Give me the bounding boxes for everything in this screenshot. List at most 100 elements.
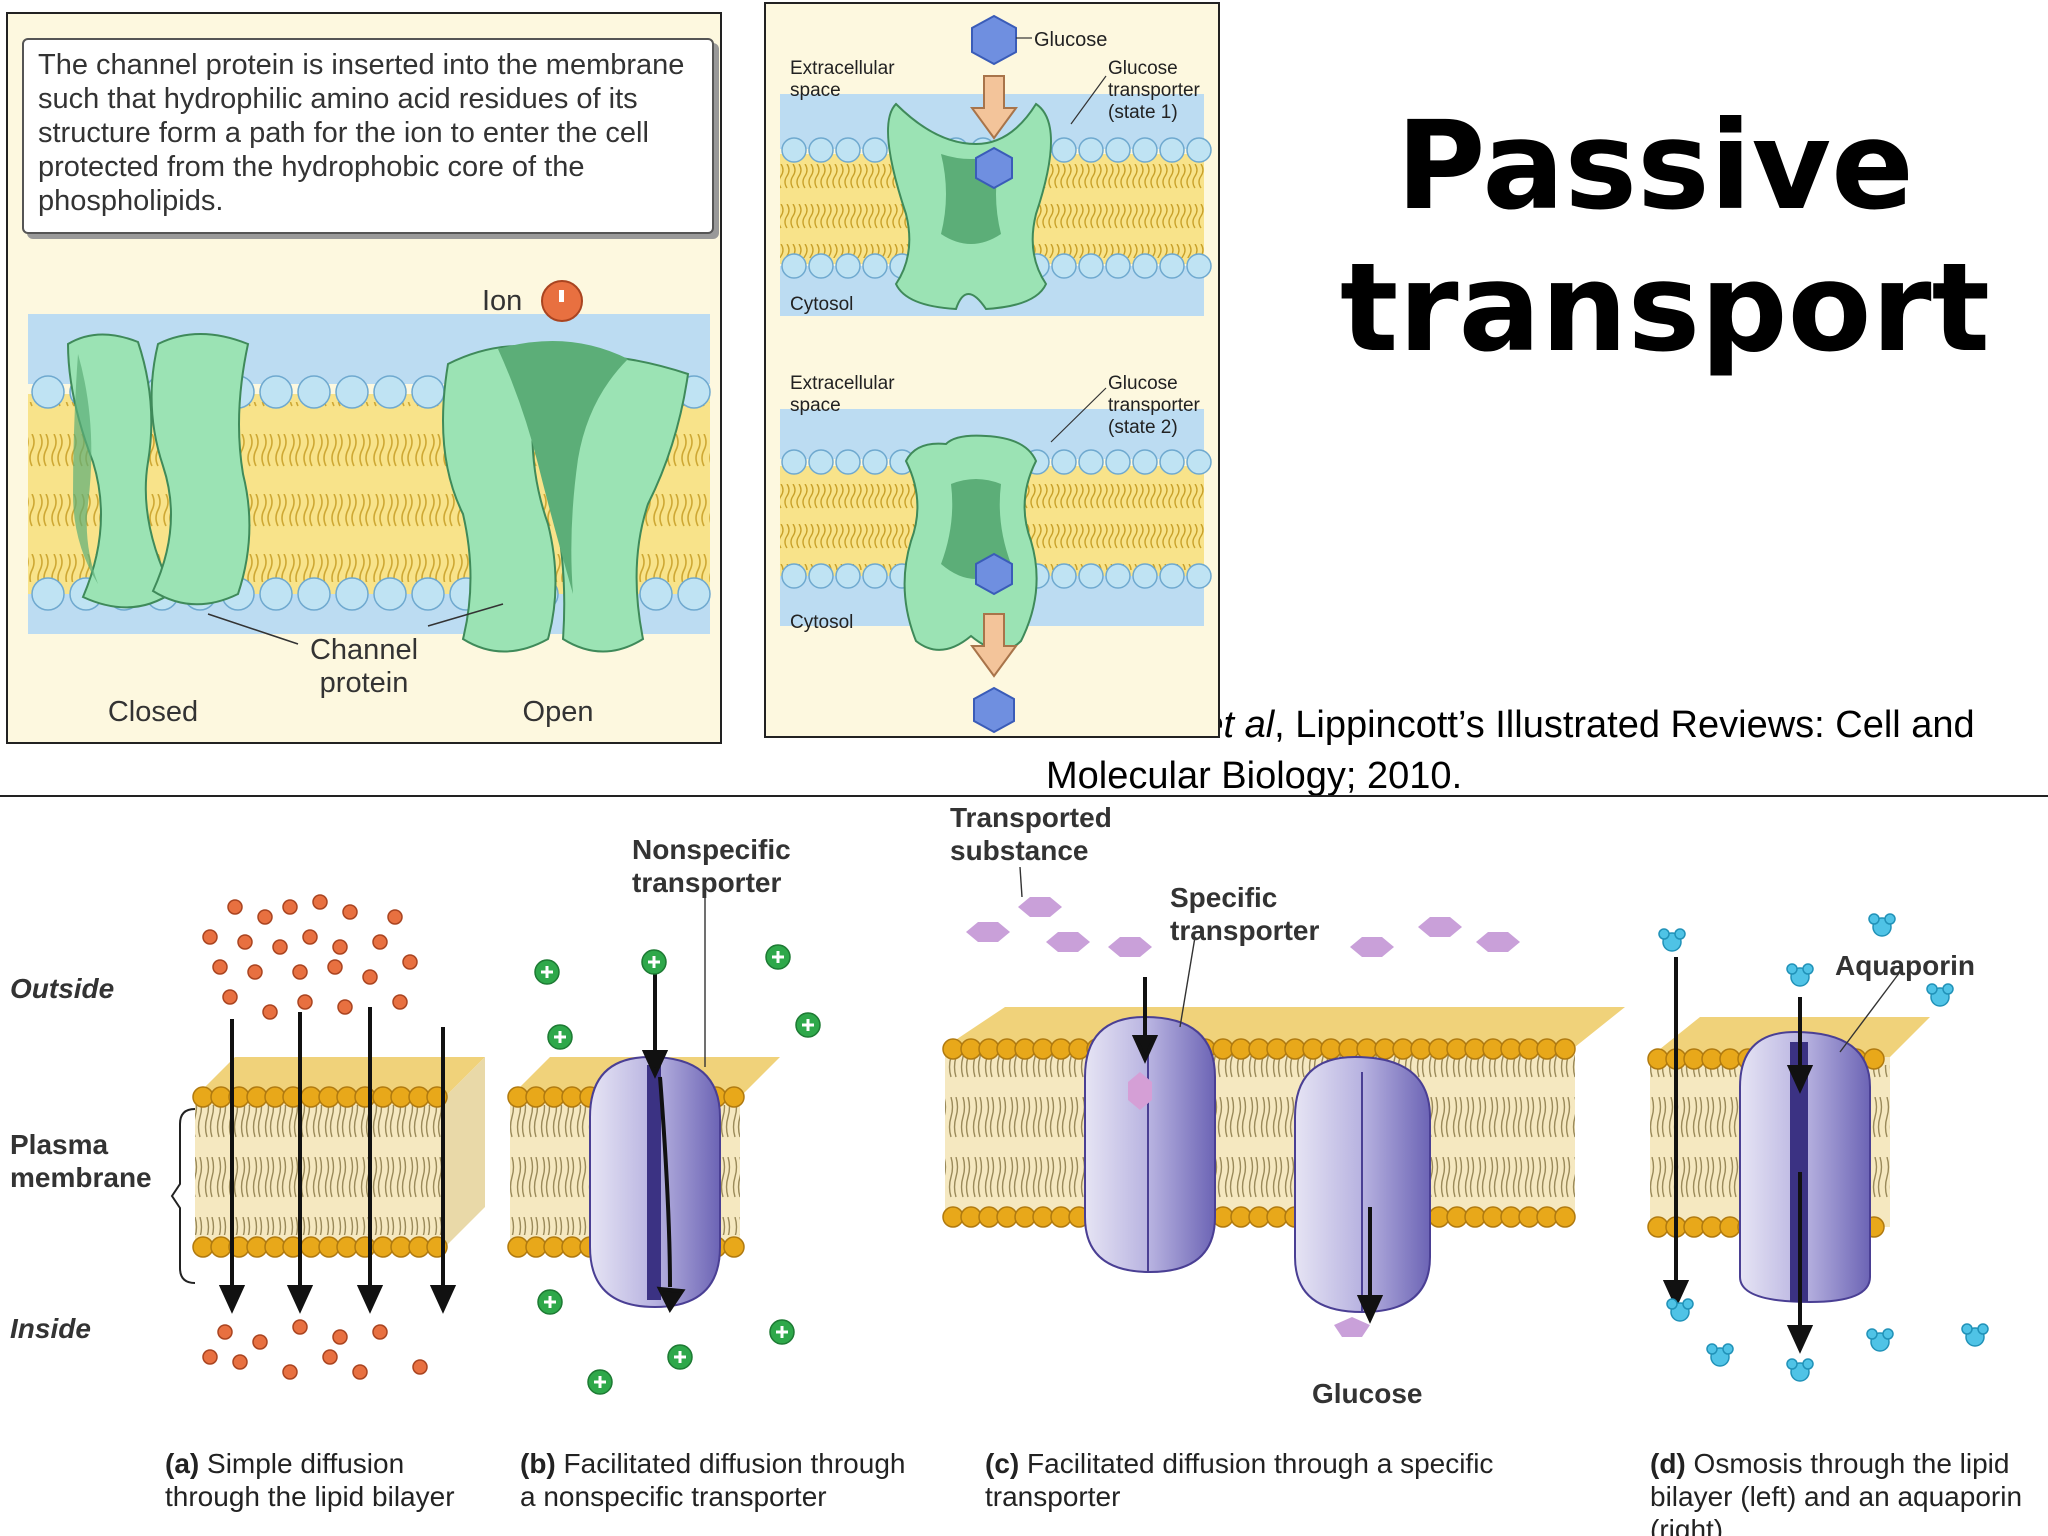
- lipid-head: [31, 375, 65, 409]
- solute-particle: [227, 899, 243, 915]
- lipid-head: [408, 1236, 430, 1258]
- ion-label: Ion: [482, 285, 522, 317]
- glucose-icon-state1: [975, 146, 1013, 190]
- solute-particle: [352, 1364, 368, 1380]
- solute-particle: [292, 1319, 308, 1335]
- lipid-head: [862, 137, 888, 163]
- water-molecules: [1658, 913, 1989, 1382]
- glucose-released: [1334, 1317, 1370, 1337]
- state1-leader: [1070, 75, 1107, 125]
- specific-label-1: Specific: [1170, 882, 1277, 913]
- lipid-head: [1032, 1038, 1054, 1060]
- lipid-head: [1078, 137, 1104, 163]
- lipid-head: [1051, 253, 1077, 279]
- channel-protein-label-1: Channel: [310, 634, 418, 666]
- lipid-head: [1078, 253, 1104, 279]
- lipid-head: [297, 577, 331, 611]
- solute-particle: [262, 1004, 278, 1020]
- lipid-head: [1051, 449, 1077, 475]
- lipid-head: [1248, 1038, 1270, 1060]
- solute-particle: [272, 939, 288, 955]
- lipid-head: [1647, 1048, 1669, 1070]
- lipid-head: [781, 563, 807, 589]
- glucose-icon-top: [971, 14, 1017, 66]
- caption-c-line1: Facilitated diffusion through a specific: [1019, 1448, 1494, 1479]
- lipid-head: [1284, 1038, 1306, 1060]
- plus-sign: [554, 1031, 566, 1043]
- glucose-output-label: Glucose: [1312, 1378, 1422, 1409]
- lipid-head: [1647, 1216, 1669, 1238]
- plasma-membrane-label-2: membrane: [10, 1162, 152, 1193]
- plasma-membrane-label-1: Plasma: [10, 1129, 108, 1160]
- lipid-head: [300, 1086, 322, 1108]
- lipid-head: [1051, 563, 1077, 589]
- caption-b-line1: Facilitated diffusion through: [555, 1448, 906, 1479]
- substance-molecule: [1018, 897, 1062, 917]
- lipid-head: [264, 1086, 286, 1108]
- glucose-diagram: Glucose Extracellular space Glucose tran…: [780, 14, 1212, 734]
- plus-sign: [674, 1351, 686, 1363]
- plus-sign: [544, 1296, 556, 1308]
- plasma-membrane-bracket: [170, 1108, 196, 1284]
- closed-label: Closed: [108, 696, 198, 728]
- solute-particle: [412, 1359, 428, 1375]
- lipid-head: [1482, 1038, 1504, 1060]
- lipid-head: [1078, 563, 1104, 589]
- plus-sign: [541, 966, 553, 978]
- lipid-head: [1554, 1038, 1576, 1060]
- lipid-head: [1032, 1206, 1054, 1228]
- water-hydrogen: [1977, 1323, 1989, 1335]
- arrow-specific: [1131, 977, 1384, 1324]
- lipid-head: [1050, 1206, 1072, 1228]
- caption-b-tag: (b): [520, 1448, 556, 1479]
- water-hydrogen: [1722, 1343, 1734, 1355]
- lipid-head: [525, 1086, 547, 1108]
- specific-transporter-1: [1084, 1015, 1216, 1274]
- caption-d-line3: (right): [1650, 1514, 1724, 1536]
- lipid-head: [862, 253, 888, 279]
- channel-leader-right: [427, 603, 504, 627]
- lipid-head: [808, 253, 834, 279]
- lipid-head: [1482, 1206, 1504, 1228]
- transported-label-1: Transported: [950, 802, 1112, 833]
- lipid-head: [1500, 1206, 1522, 1228]
- lipid-head: [1536, 1038, 1558, 1060]
- lipid-head: [996, 1206, 1018, 1228]
- state2-leader: [1050, 387, 1107, 443]
- water-hydrogen: [1786, 1358, 1798, 1370]
- solute-particle: [202, 929, 218, 945]
- solute-particle: [232, 1354, 248, 1370]
- solute-particle: [312, 894, 328, 910]
- channel-diagram: Ion Channel protein Closed Open: [28, 280, 711, 728]
- ion-mark: [559, 290, 564, 302]
- lipid-head: [1105, 253, 1131, 279]
- lipid-head: [318, 1236, 340, 1258]
- glucose-icon-bottom: [973, 686, 1015, 734]
- lipid-head: [246, 1086, 268, 1108]
- extracellular-label-1b: space: [790, 80, 841, 101]
- substance-molecule: [1418, 917, 1462, 937]
- lipid-head: [978, 1038, 1000, 1060]
- lipid-head: [808, 449, 834, 475]
- lipid-head: [1374, 1038, 1396, 1060]
- lipid-head: [390, 1236, 412, 1258]
- lipid-head: [408, 1086, 430, 1108]
- solute-particle: [342, 904, 358, 920]
- inside-label: Inside: [10, 1313, 91, 1344]
- transported-substance-molecules: [966, 897, 1520, 957]
- lipid-head: [996, 1038, 1018, 1060]
- lipid-head: [336, 1236, 358, 1258]
- plus-sign: [648, 956, 660, 968]
- lipid-head: [1105, 137, 1131, 163]
- lipid-head: [862, 449, 888, 475]
- channel-protein-figure: The channel protein is inserted into the…: [6, 12, 722, 744]
- lipid-head: [1683, 1216, 1705, 1238]
- substance-molecule: [966, 922, 1010, 942]
- plus-ions-b: [534, 944, 821, 1395]
- lipid-head: [1051, 137, 1077, 163]
- solute-particle: [297, 994, 313, 1010]
- solute-particle: [372, 1324, 388, 1340]
- solute-particle: [392, 994, 408, 1010]
- solute-particle: [202, 1349, 218, 1365]
